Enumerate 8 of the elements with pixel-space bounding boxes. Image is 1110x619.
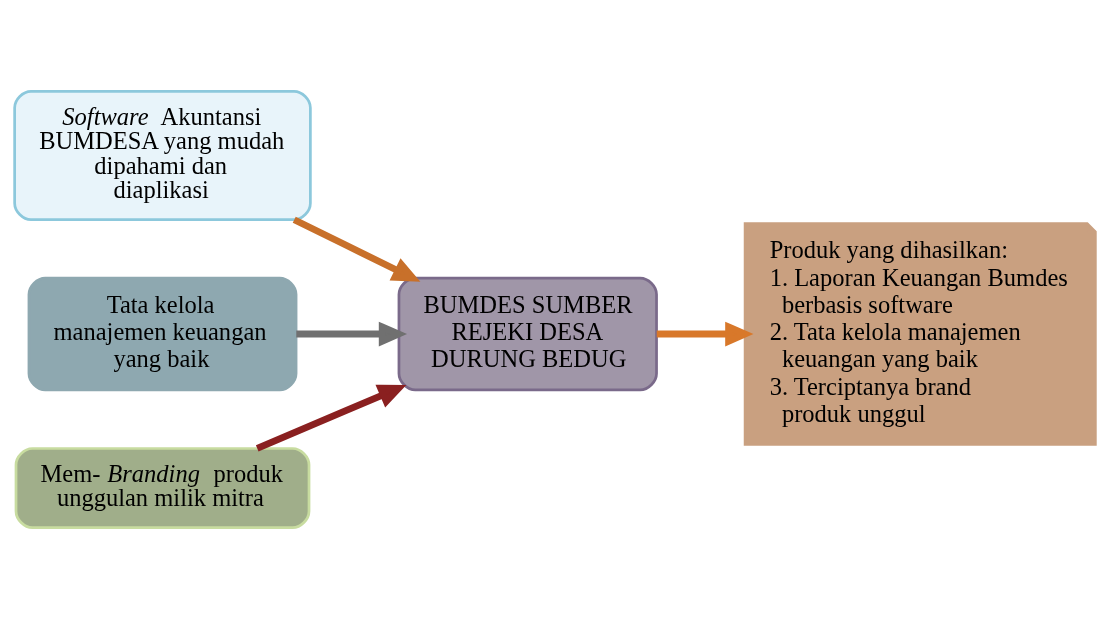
- node-box: Tata kelola manajemen keuangan yang baik: [27, 276, 298, 392]
- arrow: [255, 384, 407, 452]
- node-box: Software Akuntansi BUMDESA yang mudah dipahami dan diaplikasi: [13, 90, 312, 221]
- node-box: BUMDES SUMBER REJEKI DESA DURUNG BEDUG: [397, 276, 658, 392]
- arrow: [296, 321, 408, 347]
- arrow: [292, 216, 421, 282]
- arrow: [656, 321, 754, 347]
- node-box: Mem- Branding produk unggulan milik mitra: [14, 447, 311, 529]
